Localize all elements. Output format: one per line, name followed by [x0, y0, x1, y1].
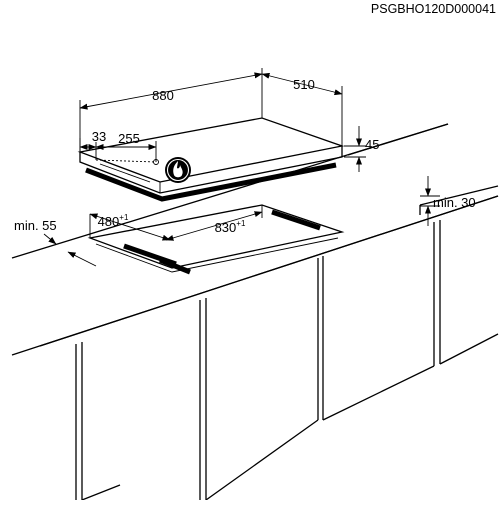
- label-cutout-width-tol: +1: [236, 219, 246, 228]
- label-hob-depth: 510: [293, 77, 315, 92]
- label-hob-width: 880: [152, 88, 174, 103]
- dimension-min-front: min. 55: [14, 218, 97, 267]
- label-hob-height: 45: [365, 137, 379, 152]
- dimension-hob-width: 880: [79, 68, 263, 152]
- label-cutout-width: 830: [215, 220, 237, 235]
- dimension-hob-height: 45: [344, 126, 379, 172]
- dimension-hob-depth: 510: [261, 72, 343, 146]
- dimension-min-wall: min. 30: [420, 176, 476, 226]
- label-side-offset: 33: [92, 129, 106, 144]
- countertop: [11, 123, 499, 356]
- dimension-knob-offsets: 33 255: [79, 129, 157, 162]
- svg-text:830+1: 830+1: [215, 219, 246, 235]
- label-cutout-depth-tol: +1: [119, 213, 129, 222]
- cabinet-panels: [75, 220, 499, 501]
- gas-flame-icon: [165, 157, 191, 183]
- drawing-code: PSGBHO120D000041: [371, 2, 496, 16]
- dimension-cutout-width: 830+1: [165, 205, 263, 241]
- svg-text:480+1: 480+1: [98, 213, 129, 229]
- label-cutout-depth: 480: [98, 214, 120, 229]
- label-knob-offset: 255: [118, 131, 140, 146]
- label-min-front: min. 55: [14, 218, 57, 233]
- dimension-cutout-depth: 480+1: [89, 213, 171, 241]
- label-min-wall: min. 30: [433, 195, 476, 210]
